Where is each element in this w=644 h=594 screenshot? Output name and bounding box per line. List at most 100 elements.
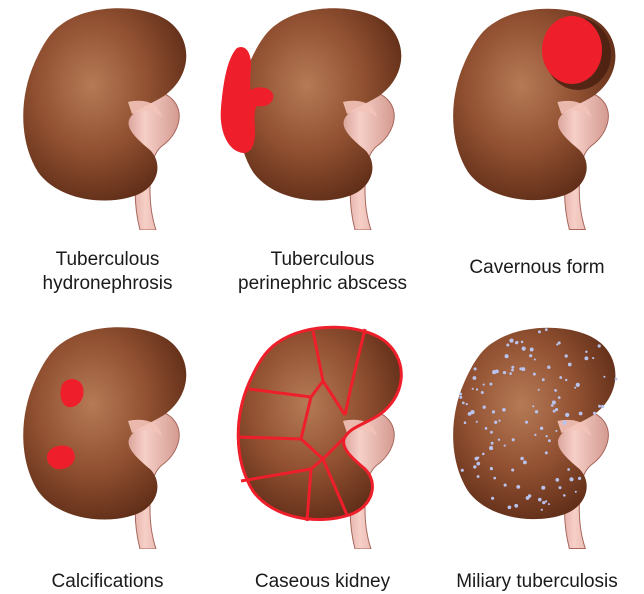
kidney-illustration xyxy=(430,304,644,564)
miliary-nodule xyxy=(545,451,548,454)
miliary-nodule xyxy=(555,408,558,411)
miliary-nodule xyxy=(547,366,550,369)
miliary-nodule xyxy=(545,435,547,437)
caption-miliary: Miliary tuberculosis xyxy=(430,570,644,594)
miliary-nodule xyxy=(542,501,545,504)
miliary-nodule xyxy=(521,341,524,344)
miliary-nodule xyxy=(523,460,527,464)
caption-cavernous: Cavernous form xyxy=(430,256,644,280)
miliary-nodule xyxy=(491,497,494,500)
miliary-nodule xyxy=(472,388,474,390)
miliary-nodule xyxy=(498,420,500,422)
miliary-nodule xyxy=(485,427,488,430)
miliary-nodule xyxy=(545,328,548,331)
miliary-nodule xyxy=(552,401,556,405)
miliary-nodule xyxy=(592,357,594,359)
miliary-nodule xyxy=(511,366,514,369)
kidney-illustration xyxy=(0,0,215,230)
miliary-nodule xyxy=(483,384,485,386)
miliary-nodule xyxy=(598,344,601,347)
miliary-nodule xyxy=(473,465,476,468)
miliary-nodule xyxy=(475,457,479,461)
miliary-nodule xyxy=(551,404,554,407)
panel-hydronephrosis: Tuberculous hydronephrosis xyxy=(0,0,215,300)
miliary-nodule xyxy=(593,412,596,415)
miliary-nodule xyxy=(542,378,545,381)
miliary-nodule xyxy=(477,475,480,478)
kidney-illustration xyxy=(215,0,430,230)
miliary-nodule xyxy=(492,370,496,374)
miliary-nodule xyxy=(584,356,588,360)
miliary-nodule xyxy=(459,396,462,399)
caption-perinephric-abscess-line2: perinephric abscess xyxy=(215,272,430,296)
miliary-nodule xyxy=(503,371,506,374)
miliary-nodule xyxy=(498,439,500,441)
miliary-nodule xyxy=(494,421,497,424)
panel-caseous: Caseous kidney xyxy=(215,300,430,588)
miliary-nodule xyxy=(493,477,496,480)
miliary-nodule xyxy=(558,396,561,399)
miliary-nodule xyxy=(569,477,573,481)
miliary-nodule xyxy=(598,405,601,408)
miliary-nodule xyxy=(558,486,561,489)
miliary-nodule xyxy=(476,421,478,423)
miliary-nodule xyxy=(502,408,506,412)
miliary-nodule xyxy=(555,478,559,482)
miliary-nodule xyxy=(504,445,506,447)
miliary-nodule xyxy=(462,402,465,405)
miliary-nodule xyxy=(554,389,557,392)
kidney-illustration xyxy=(430,0,644,230)
miliary-nodule xyxy=(538,389,540,391)
caption-calcifications: Calcifications xyxy=(0,570,215,594)
miliary-nodule xyxy=(565,379,567,381)
miliary-nodule xyxy=(530,348,534,352)
kidney-illustration xyxy=(215,304,430,564)
miliary-nodule xyxy=(567,468,570,471)
miliary-nodule xyxy=(538,498,542,502)
miliary-nodule xyxy=(520,457,524,461)
miliary-nodule xyxy=(505,354,509,358)
miliary-nodule xyxy=(516,485,520,489)
miliary-nodule xyxy=(576,383,580,387)
miliary-nodule xyxy=(532,405,534,407)
miliary-nodule xyxy=(540,427,543,430)
panel-cavernous: Cavernous form xyxy=(430,0,644,300)
caption-caseous: Caseous kidney xyxy=(215,570,430,594)
miliary-nodule xyxy=(559,376,562,379)
miliary-nodule xyxy=(545,500,547,502)
kidney-illustration xyxy=(0,304,215,564)
miliary-nodule xyxy=(553,410,556,413)
miliary-nodule xyxy=(472,376,476,380)
panel-perinephric-abscess: Tuberculous perinephric abscess xyxy=(215,0,430,300)
miliary-nodule xyxy=(464,421,467,424)
miliary-nodule xyxy=(526,496,530,500)
miliary-nodule xyxy=(579,412,583,416)
miliary-nodule xyxy=(489,446,493,450)
miliary-nodule xyxy=(615,378,618,381)
miliary-nodule xyxy=(509,372,512,375)
miliary-nodule xyxy=(555,430,557,432)
miliary-nodule xyxy=(490,431,493,434)
miliary-nodule xyxy=(474,367,477,370)
panel-miliary: Miliary tuberculosis xyxy=(430,300,644,588)
miliary-nodule xyxy=(481,391,484,394)
miliary-nodule xyxy=(535,410,538,413)
miliary-nodule xyxy=(508,505,512,509)
miliary-nodule xyxy=(468,412,472,416)
miliary-nodule xyxy=(558,341,561,344)
miliary-nodule xyxy=(506,344,509,347)
miliary-nodule xyxy=(476,388,478,390)
miliary-nodule xyxy=(568,363,572,367)
miliary-nodule xyxy=(511,340,513,342)
miliary-nodule xyxy=(538,330,541,333)
miliary-nodule xyxy=(601,405,604,408)
caption-hydronephrosis-line2: hydronephrosis xyxy=(0,272,215,296)
miliary-nodule xyxy=(490,467,493,470)
miliary-nodule xyxy=(548,503,550,505)
cavern-lesion xyxy=(542,16,602,84)
miliary-nodule xyxy=(585,351,587,353)
miliary-nodule xyxy=(492,410,495,413)
miliary-nodule xyxy=(512,438,515,441)
miliary-nodule xyxy=(534,358,536,360)
